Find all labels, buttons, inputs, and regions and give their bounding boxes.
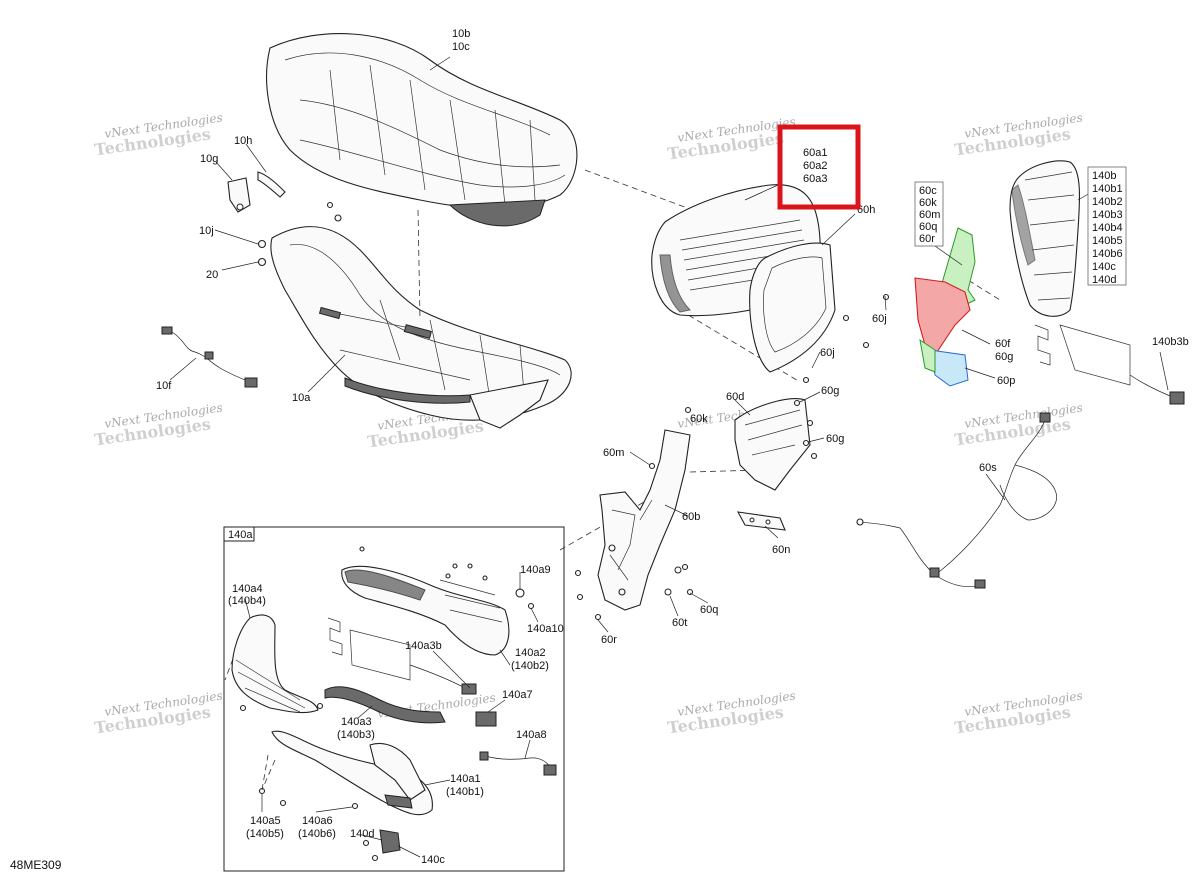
label-140b6: (140b6) [298, 828, 336, 840]
seat-base [270, 226, 572, 429]
list-140b-item: 140b5 [1092, 235, 1123, 247]
label-10c: 10c [452, 41, 470, 53]
label-140a10: 140a10 [527, 623, 564, 635]
label-10g: 10g [200, 153, 218, 165]
list-60-item: 60k [919, 197, 937, 209]
harness-140b3b [1034, 324, 1185, 405]
list-box-140b: 140b 140b1 140b2 140b3 140b4 140b5 140b6… [1087, 166, 1127, 286]
watermark-12: vNext Technologies Technologies [953, 689, 1083, 738]
screws-60j [802, 293, 890, 384]
label-60s: 60s [979, 462, 997, 474]
bracket-10g [227, 177, 251, 213]
label-140a3b: 140a3b [405, 640, 442, 652]
label-60j: 60j [820, 347, 835, 359]
list-60-item: 60r [919, 233, 935, 245]
fasteners-10j-20 [257, 201, 342, 267]
list-60-item: 60m [919, 209, 940, 221]
colored-bracket [914, 227, 976, 387]
watermark-9: vNext Technologies Technologies [93, 689, 223, 738]
label-10a: 10a [292, 392, 311, 404]
label-140a1: 140a1 [450, 773, 481, 785]
bracket-60d [734, 398, 811, 491]
label-10f: 10f [156, 380, 172, 392]
label-140c: 140c [421, 854, 445, 866]
inset-title: 140a [228, 529, 253, 541]
inset-140a: 140a [223, 526, 565, 872]
highlight-label: 60a3 [803, 173, 827, 185]
label-140b1: (140b1) [446, 786, 484, 798]
watermark-4: vNext Technologies Technologies [953, 111, 1083, 160]
list-140b-item: 140c [1092, 261, 1116, 273]
highlight-label: 60a1 [803, 147, 827, 159]
label-60m: 60m [603, 447, 624, 459]
label-140a2: 140a2 [515, 647, 546, 659]
label-60r: 60r [601, 634, 617, 646]
seat-cushion [266, 33, 578, 227]
label-140b3: (140b3) [337, 729, 375, 741]
fasteners-60 [574, 399, 818, 621]
list-140b-item: 140b4 [1092, 222, 1123, 234]
label-140a8: 140a8 [516, 729, 547, 741]
highlight-label: 60a2 [803, 160, 827, 172]
label-140a4: 140a4 [232, 583, 263, 595]
label-20: 20 [206, 269, 218, 281]
list-140b-item: 140b [1092, 170, 1116, 182]
watermark-8: vNext Technologies Technologies [953, 401, 1083, 450]
list-140b-item: 140b2 [1092, 196, 1123, 208]
label-60p: 60p [997, 375, 1015, 387]
list-140b-item: 140b1 [1092, 183, 1123, 195]
label-60j: 60j [872, 313, 887, 325]
label-140b2: (140b2) [511, 660, 549, 672]
gasket-60h [749, 242, 836, 373]
label-60h: 60h [857, 204, 875, 216]
leader-lines [169, 56, 1169, 858]
diagram-code: 48ME309 [10, 858, 62, 872]
label-60b: 60b [682, 511, 700, 523]
label-60t: 60t [672, 617, 687, 629]
highlight-frame [777, 124, 861, 210]
list-60-item: 60c [919, 185, 937, 197]
label-140b5: (140b5) [246, 828, 284, 840]
list-box-60: 60c 60k 60m 60q 60r [914, 181, 944, 247]
label-60d: 60d [726, 391, 744, 403]
label-10h: 10h [234, 135, 252, 147]
list-140b-item: 140b3 [1092, 209, 1123, 221]
label-60k: 60k [690, 413, 708, 425]
label-140a9: 140a9 [520, 564, 551, 576]
bracket-10h [257, 171, 286, 198]
label-60n: 60n [772, 544, 790, 556]
label-140a7: 140a7 [502, 689, 533, 701]
harness-10f [161, 326, 258, 388]
label-140b3b: 140b3b [1152, 336, 1189, 348]
label-140a3: 140a3 [341, 716, 372, 728]
watermark-5: vNext Technologies Technologies [93, 401, 223, 450]
label-60g: 60g [995, 351, 1013, 363]
list-60-item: 60q [919, 221, 937, 233]
list-140b-item: 140d [1092, 274, 1116, 286]
label-140a6: 140a6 [302, 815, 333, 827]
label-10b: 10b [452, 28, 470, 40]
label-140a5: 140a5 [250, 815, 281, 827]
label-140d: 140d [350, 828, 374, 840]
frame-60b [597, 429, 691, 611]
highlight-box-60a[interactable]: 60a1 60a2 60a3 [777, 124, 861, 210]
watermark-11: vNext Technologies Technologies [666, 689, 796, 738]
label-60q: 60q [700, 604, 718, 616]
part-labels: 10b 10c 10h 10g 10j 20 10f 10a 60h 60j 6… [10, 28, 1189, 872]
label-60g: 60g [826, 433, 844, 445]
side-panel-140b [1009, 160, 1081, 317]
label-60f: 60f [995, 338, 1011, 350]
label-10j: 10j [199, 225, 214, 237]
bracket-60n [736, 511, 786, 531]
list-140b-item: 140b6 [1092, 248, 1123, 260]
label-60g: 60g [821, 385, 839, 397]
harness-60s [856, 412, 1057, 589]
label-140b4: (140b4) [228, 595, 266, 607]
